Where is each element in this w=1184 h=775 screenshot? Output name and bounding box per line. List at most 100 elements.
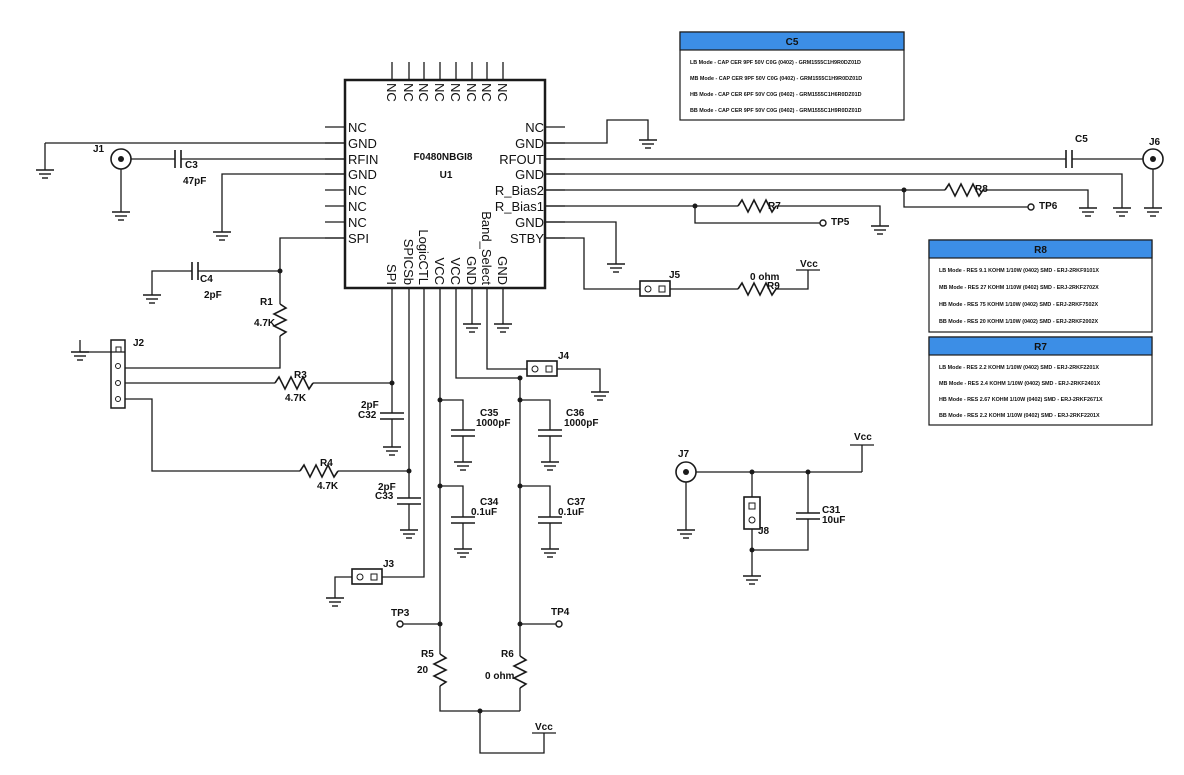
c33-value: 2pF bbox=[378, 482, 396, 493]
table-row-text: BB Mode - RES 2.2 KOHM 1/10W (0402) SMD … bbox=[939, 413, 1100, 419]
c36-value: 1000pF bbox=[564, 418, 598, 429]
ic-bottom-pin-label: GND bbox=[495, 256, 510, 285]
c33-label: C33 bbox=[375, 491, 394, 502]
right-pin-wires: C5 J6 R8 TP6 R7 TP5 bbox=[545, 119, 1164, 297]
ic-top-pin-label: NC bbox=[401, 83, 416, 102]
ic-right-pin-label: R_Bias1 bbox=[495, 199, 544, 214]
j8-label: J8 bbox=[758, 526, 770, 537]
left-gnd-wires bbox=[212, 173, 345, 241]
j3-label: J3 bbox=[383, 559, 395, 570]
c5-label: C5 bbox=[1075, 134, 1088, 145]
ic-right-pin-label: NC bbox=[525, 120, 544, 135]
c37-value: 0.1uF bbox=[558, 507, 584, 518]
power-input: J7 Vcc J8 C31 10uF bbox=[675, 432, 874, 585]
c3-label: C3 bbox=[185, 160, 198, 171]
c4-label: C4 bbox=[200, 274, 213, 285]
r7-label: R7 bbox=[768, 201, 781, 212]
table-row-text: BB Mode - CAP CER 9PF 50V C0G (0402) - G… bbox=[690, 108, 862, 114]
ic-bottom-pin-label: SPICSb bbox=[401, 239, 416, 285]
table-title: C5 bbox=[786, 37, 799, 48]
ic-right-pin-label: RFOUT bbox=[499, 152, 544, 167]
r8-bom-table: R8 LB Mode - RES 9.1 KOHM 1/10W (0402) SM… bbox=[928, 239, 1153, 333]
r8-label: R8 bbox=[975, 184, 988, 195]
ic-right-pin-label: GND bbox=[515, 215, 544, 230]
ic-right-pin-label: R_Bias2 bbox=[495, 183, 544, 198]
c34-value: 0.1uF bbox=[471, 507, 497, 518]
tp3-label: TP3 bbox=[391, 608, 410, 619]
ic-right-pin-label: GND bbox=[515, 167, 544, 182]
table-row-text: MB Mode - RES 27 KOHM 1/10W (0402) SMD -… bbox=[939, 285, 1099, 291]
ic-right-pin-label: STBY bbox=[510, 231, 544, 246]
r1-value: 4.7K bbox=[254, 318, 276, 329]
j2-header: J2 bbox=[70, 338, 145, 409]
table-title: R8 bbox=[1034, 245, 1047, 256]
j4-label: J4 bbox=[558, 351, 570, 362]
table-title: R7 bbox=[1034, 342, 1047, 353]
vcc-label-bottom: Vcc bbox=[535, 722, 553, 733]
r9-value: 0 ohm bbox=[750, 272, 780, 283]
c3-value: 47pF bbox=[183, 176, 206, 187]
c31-label: C31 bbox=[822, 505, 841, 516]
table-row-text: MB Mode - CAP CER 9PF 50V C0G (0402) - G… bbox=[690, 76, 862, 82]
table-row-text: MB Mode - RES 2.4 KOHM 1/10W (0402) SMD … bbox=[939, 381, 1101, 387]
table-row-text: LB Mode - RES 9.1 KOHM 1/10W (0402) SMD … bbox=[939, 268, 1099, 274]
c4-value: 2pF bbox=[204, 290, 222, 301]
ic-left-pin-label: NC bbox=[348, 183, 367, 198]
r4-resistor: R4 4.7K bbox=[125, 398, 412, 492]
ic-left-pin-label: NC bbox=[348, 199, 367, 214]
r1-label: R1 bbox=[260, 297, 273, 308]
c36-label: C36 bbox=[566, 408, 585, 419]
table-row-text: HB Mode - CAP CER 6PF 50V C0G (0402) - G… bbox=[690, 92, 862, 98]
ic-top-pin-label: NC bbox=[479, 83, 494, 102]
ic-left-pin-label: RFIN bbox=[348, 152, 378, 167]
table-row-text: HB Mode - RES 2.67 KOHM 1/10W (0402) SMD… bbox=[939, 397, 1103, 403]
r3-value: 4.7K bbox=[285, 393, 307, 404]
c35-label: C35 bbox=[480, 408, 499, 419]
ic-bottom-pin-label: VCC bbox=[432, 258, 447, 285]
c35-value: 1000pF bbox=[476, 418, 510, 429]
r6-label: R6 bbox=[501, 649, 514, 660]
c37-label: C37 bbox=[567, 497, 586, 508]
c32-label: C32 bbox=[358, 410, 377, 421]
r3-label: R3 bbox=[294, 370, 307, 381]
ic-part-number: F0480NBGI8 bbox=[414, 152, 473, 163]
table-row-text: BB Mode - RES 20 KOHM 1/10W (0402) SMD -… bbox=[939, 319, 1098, 325]
ic-top-pin-label: NC bbox=[448, 83, 463, 102]
ic-top-pin-label: NC bbox=[495, 83, 510, 102]
ic-pins: NCGNDRFINGNDNCNCNCSPINCGNDRFOUTGNDR_Bias… bbox=[325, 62, 565, 285]
c32-value: 2pF bbox=[361, 400, 379, 411]
ic-top-pin-label: NC bbox=[384, 83, 399, 102]
ic-left-pin-label: NC bbox=[348, 215, 367, 230]
j2-label: J2 bbox=[133, 338, 145, 349]
spi-network: C4 2pF R1 4.7K bbox=[125, 237, 345, 369]
r3-resistor: R3 4.7K bbox=[125, 370, 395, 404]
tp4-label: TP4 bbox=[551, 607, 570, 618]
tp5-label: TP5 bbox=[831, 217, 850, 228]
ic-top-pin-label: NC bbox=[432, 83, 447, 102]
r5-label: R5 bbox=[421, 649, 434, 660]
c34-label: C34 bbox=[480, 497, 499, 508]
j1-connector: J1 C3 47pF bbox=[35, 142, 345, 221]
ic-ref: U1 bbox=[440, 170, 453, 181]
c31-value: 10uF bbox=[822, 515, 845, 526]
ic-bottom-pin-label: SPI bbox=[384, 264, 399, 285]
ic-bottom-pin-label: Band_Select bbox=[479, 211, 494, 285]
j1-label: J1 bbox=[93, 144, 105, 155]
ic-left-pin-label: GND bbox=[348, 167, 377, 182]
ic-left-pin-label: GND bbox=[348, 136, 377, 151]
tp6-label: TP6 bbox=[1039, 201, 1058, 212]
j7-label: J7 bbox=[678, 449, 690, 460]
table-row-text: LB Mode - RES 2.2 KOHM 1/10W (0402) SMD … bbox=[939, 365, 1099, 371]
r5-value: 20 bbox=[417, 665, 429, 676]
r7-bom-table: R7 LB Mode - RES 2.2 KOHM 1/10W (0402) SM… bbox=[928, 336, 1153, 426]
ic-left-pin-label: NC bbox=[348, 120, 367, 135]
ic-top-pin-label: NC bbox=[416, 83, 431, 102]
vcc-label-right: Vcc bbox=[800, 259, 818, 270]
ic-right-pin-label: GND bbox=[515, 136, 544, 151]
bottom-pin-wires: 2pF C32 2pF C33 J3 C35 1000pF C3 bbox=[325, 288, 610, 754]
ic-bottom-pin-label: VCC bbox=[448, 258, 463, 285]
ic-u1: F0480NBGI8 U1 bbox=[343, 78, 547, 290]
r6-value: 0 ohm bbox=[485, 671, 515, 682]
